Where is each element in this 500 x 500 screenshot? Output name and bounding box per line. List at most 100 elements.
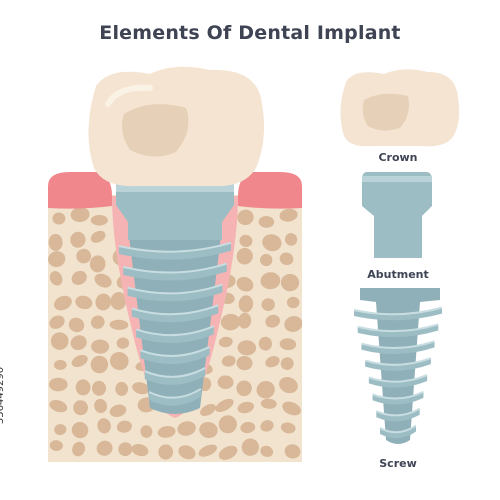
bone-cell	[53, 359, 67, 370]
bone-cell	[282, 401, 301, 416]
bone-cell	[49, 377, 68, 392]
bone-cell	[236, 380, 252, 397]
bone-cell	[261, 298, 275, 312]
bone-cell	[97, 418, 111, 434]
bone-cell	[91, 339, 110, 354]
bone-cell	[280, 357, 294, 370]
thread-ring	[372, 390, 424, 405]
bone-cell	[215, 398, 234, 412]
bone-cell	[238, 312, 252, 329]
page-title: Elements Of Dental Implant	[99, 22, 401, 44]
bone-cell	[49, 440, 63, 452]
thread-ring	[364, 357, 432, 371]
bone-cell	[90, 215, 108, 226]
bone-cell	[265, 356, 280, 368]
crown-part	[340, 69, 460, 147]
bone-cell	[96, 440, 113, 456]
bone-cell	[279, 208, 298, 222]
bone-cell	[279, 338, 297, 351]
bone-cell	[49, 315, 65, 329]
bone-cell	[49, 399, 68, 413]
bone-cell	[90, 355, 109, 374]
thread-ring	[379, 424, 417, 439]
bone-cell	[70, 207, 90, 223]
bone-cell	[116, 420, 132, 433]
bone-cell	[218, 445, 238, 460]
bone-cell	[75, 295, 93, 310]
bone-cell	[94, 398, 108, 414]
thread-ring	[357, 323, 439, 338]
bone-cell	[217, 375, 234, 390]
implant-in-jaw	[88, 66, 264, 414]
thread-ring	[123, 262, 228, 281]
bone-cell	[221, 355, 236, 367]
gum-socket	[112, 196, 238, 418]
bone-cell	[115, 381, 129, 396]
bone-cell	[280, 273, 300, 292]
bone-cell	[90, 230, 106, 243]
bone-cell	[118, 442, 133, 457]
screw-label: Screw	[379, 457, 417, 470]
bone-cell	[199, 421, 218, 439]
screw-threads	[118, 241, 232, 406]
bone-cell	[262, 234, 282, 252]
bone-cell	[236, 355, 253, 371]
bone-cell	[75, 379, 91, 396]
bone-cell	[239, 234, 253, 248]
gum-left	[48, 172, 112, 209]
abutment-label: Abutment	[367, 268, 429, 281]
bone-cell	[238, 295, 254, 313]
bone-cell	[260, 272, 281, 290]
abutment-shape	[362, 172, 432, 258]
bone-cell	[158, 444, 174, 460]
bone-cell	[48, 233, 63, 251]
bone-cell	[116, 337, 130, 349]
bone-cell	[284, 233, 298, 246]
bone-cell	[279, 377, 298, 394]
bone-cell	[54, 424, 67, 436]
abutment-part	[362, 172, 432, 258]
bone-cell	[284, 316, 302, 332]
bone-cell	[220, 313, 241, 331]
bone-cell	[218, 336, 233, 348]
bone-cell	[240, 421, 256, 434]
bone-cell	[286, 296, 300, 309]
bone-cell	[49, 271, 63, 286]
bone-cell	[236, 247, 253, 265]
bone-cell	[258, 336, 273, 351]
crown-label: Crown	[378, 151, 418, 164]
thread-ring	[131, 304, 219, 323]
bone-cell	[50, 332, 69, 350]
bone-cell	[68, 317, 85, 333]
bone-cell	[70, 335, 87, 351]
bone-cell	[52, 212, 66, 225]
thread-ring	[148, 387, 202, 406]
bone-cell	[260, 398, 277, 409]
screw-part-threads	[353, 306, 443, 439]
bone-cell	[71, 421, 89, 439]
bone-cell	[90, 315, 105, 329]
bone-cell	[91, 380, 107, 396]
bone-cell	[265, 314, 280, 328]
bone-cell	[109, 351, 129, 371]
bone-cell	[260, 253, 273, 267]
bone-cell	[76, 248, 92, 264]
thread-ring	[144, 367, 206, 385]
bone-cell	[258, 215, 275, 228]
bone-cell	[131, 444, 149, 457]
bone-cell	[95, 293, 112, 311]
bone-cell	[236, 276, 254, 292]
bone-cell	[73, 400, 89, 416]
bone-cell	[71, 354, 88, 368]
bone-cell	[260, 445, 274, 458]
bone-cell	[237, 401, 255, 414]
thread-ring	[118, 241, 232, 260]
thread-ring	[353, 306, 443, 321]
bone-cell	[218, 415, 237, 434]
thread-ring	[361, 340, 435, 354]
thread-ring	[368, 374, 428, 388]
screw-part	[353, 288, 443, 444]
bone-cell	[284, 444, 301, 459]
stock-id-text: 556449290	[0, 366, 7, 425]
